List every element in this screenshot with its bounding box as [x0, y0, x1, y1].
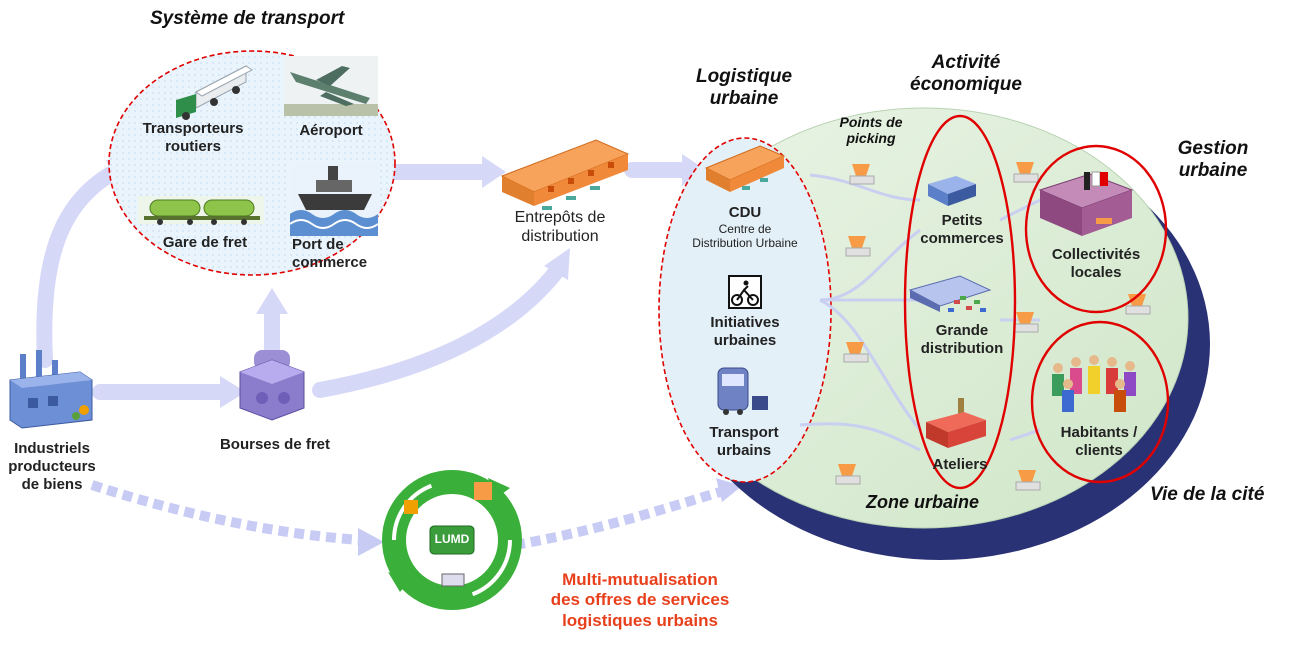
heading-transport-system: Système de transport	[150, 8, 345, 29]
people-icon	[1052, 355, 1136, 412]
label-urban-transport-line2: urbains	[716, 442, 772, 459]
label-cdu-full-line2: Distribution Urbaine	[692, 236, 798, 251]
label-residents-line1: Habitants /	[1060, 424, 1138, 441]
label-urban-transport-line1: Transport	[709, 424, 779, 441]
label-industrials-line3: de biens	[21, 476, 83, 493]
label-freight-exchange: Bourses de fret	[219, 436, 331, 453]
warehouse-icon	[500, 139, 630, 210]
label-port-line2: commerce	[292, 254, 368, 271]
factory-icon	[9, 350, 93, 429]
heading-city-life: Vie de la cité	[1150, 484, 1265, 505]
label-urban-initiatives-line1: Initiatives	[710, 314, 780, 331]
cdu-warehouse-icon	[704, 145, 786, 192]
label-large-retail-line2: distribution	[920, 340, 1004, 357]
heading-urban-management-line2: urbaine	[1178, 159, 1248, 181]
label-cdu: CDU	[728, 204, 762, 221]
label-picking-points-line1: Points de	[839, 114, 903, 130]
ship-icon	[289, 162, 379, 236]
heading-urban-zone: Zone urbaine	[866, 492, 980, 512]
urban-management-ellipse	[1024, 144, 1168, 314]
label-small-shops-line2: commerces	[920, 230, 1004, 247]
lumd-logo: LUMD	[434, 532, 470, 546]
heading-economic-activity-line2: économique	[910, 73, 1022, 95]
retail-store-icon	[908, 275, 992, 312]
arrow-industry-to-transport	[36, 162, 126, 368]
label-road-carriers: Transporteurs routiers	[138, 120, 248, 156]
label-urban-initiatives: Initiatives urbaines	[690, 314, 800, 350]
economic-activity-ellipse	[903, 114, 1017, 490]
exchange-building-icon	[239, 350, 305, 421]
label-small-shops: Petits commerces	[906, 212, 1018, 248]
picking-box-icon	[835, 162, 1151, 491]
label-workshops: Ateliers	[932, 456, 988, 473]
label-residents: Habitants / clients	[1034, 424, 1164, 460]
heading-urban-logistics-line2: urbaine	[709, 87, 779, 109]
lumd-caption-line3: logistiques urbains	[562, 610, 718, 630]
heading-economic-activity: Activité économique	[896, 52, 1036, 96]
label-cdu-full: Centre de Distribution Urbaine	[680, 222, 810, 251]
heading-urban-logistics-line1: Logistique	[695, 66, 793, 87]
label-local-authorities-line1: Collectivités	[1051, 246, 1141, 263]
label-residents-line2: clients	[1075, 442, 1123, 459]
freight-train-icon	[138, 196, 264, 225]
label-picking-points-line2: picking	[846, 130, 896, 147]
label-port-line1: Port de	[292, 236, 344, 253]
label-large-retail-line1: Grande	[935, 322, 989, 339]
label-airport: Aéroport	[299, 122, 363, 139]
flow-arrows	[36, 162, 690, 400]
tram-icon	[717, 367, 768, 415]
label-road-carriers-line2: routiers	[165, 138, 221, 155]
label-industrials: Industriels producteurs de biens	[0, 440, 104, 494]
label-warehouses-line1: Entrepôts de	[514, 209, 606, 226]
dashed-arrows	[90, 480, 722, 550]
label-picking-points: Points de picking	[826, 114, 916, 146]
heading-urban-management-line1: Gestion	[1177, 138, 1249, 159]
label-port: Port de commerce	[292, 236, 382, 272]
heading-economic-activity-line1: Activité	[931, 52, 1001, 73]
urban-logistics-ellipse	[658, 137, 832, 483]
lumd-caption-line2: des offres de services	[550, 590, 730, 610]
town-hall-icon	[1038, 171, 1134, 236]
arrow-exchange-to-warehouse	[312, 264, 564, 398]
label-freight-station: Gare de fret	[162, 234, 248, 251]
airplane-icon	[284, 56, 378, 116]
label-local-authorities-line2: locales	[1070, 264, 1122, 281]
label-road-carriers-line1: Transporteurs	[142, 120, 244, 137]
label-large-retail: Grande distribution	[906, 322, 1018, 358]
label-local-authorities: Collectivités locales	[1028, 246, 1164, 282]
lumd-caption-line1: Multi-mutualisation	[562, 570, 718, 589]
label-urban-transport: Transport urbains	[694, 424, 794, 460]
label-warehouses: Entrepôts de distribution	[490, 208, 630, 246]
recycle-arrows-icon	[382, 470, 522, 610]
label-small-shops-line1: Petits	[941, 212, 983, 229]
truck-icon	[176, 65, 253, 120]
label-warehouses-line2: distribution	[521, 228, 599, 246]
bicycle-sign-icon	[728, 275, 762, 309]
heading-urban-logistics: Logistique urbaine	[684, 66, 804, 110]
lumd-caption: Multi-mutualisation des offres de servic…	[510, 570, 770, 631]
shop-icon	[928, 176, 976, 206]
city-life-ellipse	[1030, 320, 1170, 484]
label-industrials-line2: producteurs	[8, 458, 96, 475]
heading-urban-management: Gestion urbaine	[1166, 138, 1260, 182]
label-urban-initiatives-line2: urbaines	[713, 332, 777, 349]
label-cdu-full-line1: Centre de	[718, 222, 772, 236]
label-industrials-line1: Industriels	[14, 440, 90, 457]
workshop-icon	[926, 398, 986, 448]
